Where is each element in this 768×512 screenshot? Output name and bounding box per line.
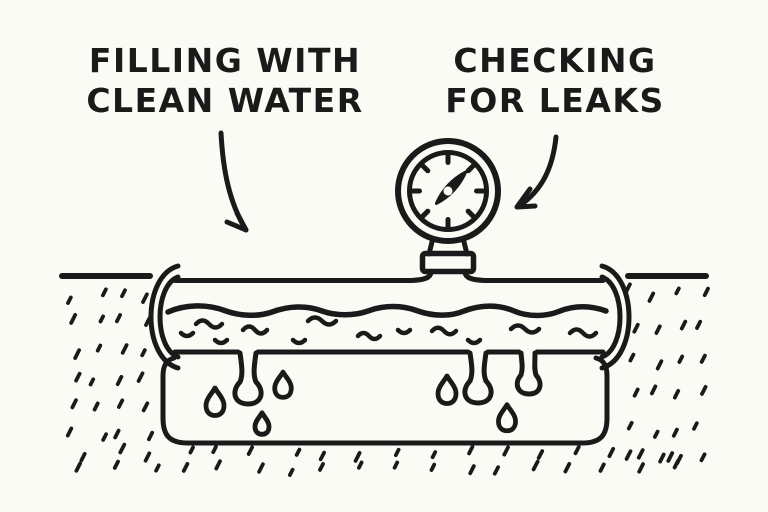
water-droplet-icon: [203, 385, 227, 418]
pressure-gauge-icon: [395, 138, 501, 283]
gauge-pipe-fillets: [408, 269, 488, 283]
leak-drip: [462, 350, 494, 406]
checking-label-line2: FOR LEAKS: [445, 81, 664, 120]
leak-drip: [232, 350, 264, 407]
left-arrow: [218, 130, 249, 233]
ground-hatching: [65, 282, 710, 477]
water-droplet-icon: [272, 369, 294, 400]
gauge-outer-ring: [395, 138, 501, 244]
water-droplet-icon: [435, 373, 459, 406]
gauge-collar: [419, 250, 477, 275]
leak-drip: [514, 350, 543, 397]
trench-outline: [160, 355, 610, 446]
right-arrow: [514, 134, 559, 210]
water-surface-wave: [165, 303, 609, 319]
needle-pivot: [443, 186, 453, 196]
filling-label-line1: FILLING WITH: [89, 41, 361, 80]
gauge-tick-marks: [408, 151, 488, 231]
water: [165, 303, 609, 346]
pipe-cap-right: [599, 263, 632, 371]
leak-drips: [232, 350, 543, 407]
checking-label-line1: CHECKING: [453, 41, 656, 80]
water-droplet-icon: [496, 402, 518, 434]
hatch-marks: [65, 282, 710, 477]
water-ripple-squiggles: [178, 315, 599, 346]
gauge-needle: [434, 170, 468, 205]
water-droplet-icon: [252, 410, 272, 437]
water-droplets: [203, 369, 518, 437]
filling-label-line2: CLEAN WATER: [86, 81, 363, 120]
